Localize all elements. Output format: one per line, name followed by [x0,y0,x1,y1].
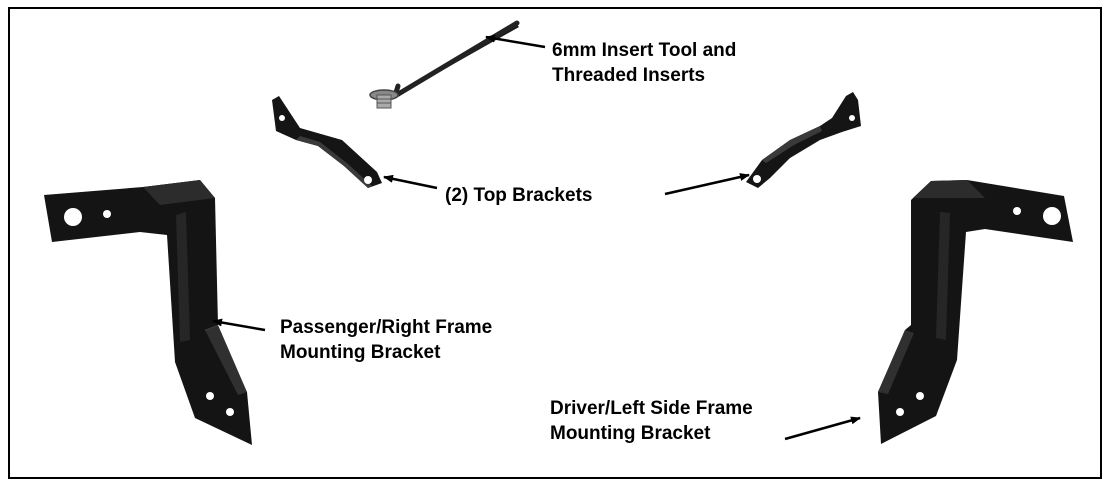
insert-tool-label-line1: 6mm Insert Tool and [552,40,737,61]
top-bracket-right-arrow [664,173,750,196]
insert-tool-arrow [485,34,546,49]
passenger-bracket-label-line2: Mounting Bracket [280,342,441,363]
passenger-bracket-image [44,180,252,445]
driver-bracket-label-line2: Mounting Bracket [550,423,711,444]
top-bracket-left-arrow [383,174,438,190]
driver-arrow [784,416,861,441]
top-bracket-left-image [272,96,382,188]
insert-tool-label-line2: Threaded Inserts [552,65,706,86]
passenger-bracket-label-line1: Passenger/Right Frame [280,317,493,338]
top-brackets-label: (2) Top Brackets [445,185,593,206]
top-bracket-right-image [746,92,861,188]
passenger-arrow [212,318,266,332]
driver-bracket-label-line1: Driver/Left Side Frame [550,398,753,419]
driver-bracket-image [878,180,1073,444]
